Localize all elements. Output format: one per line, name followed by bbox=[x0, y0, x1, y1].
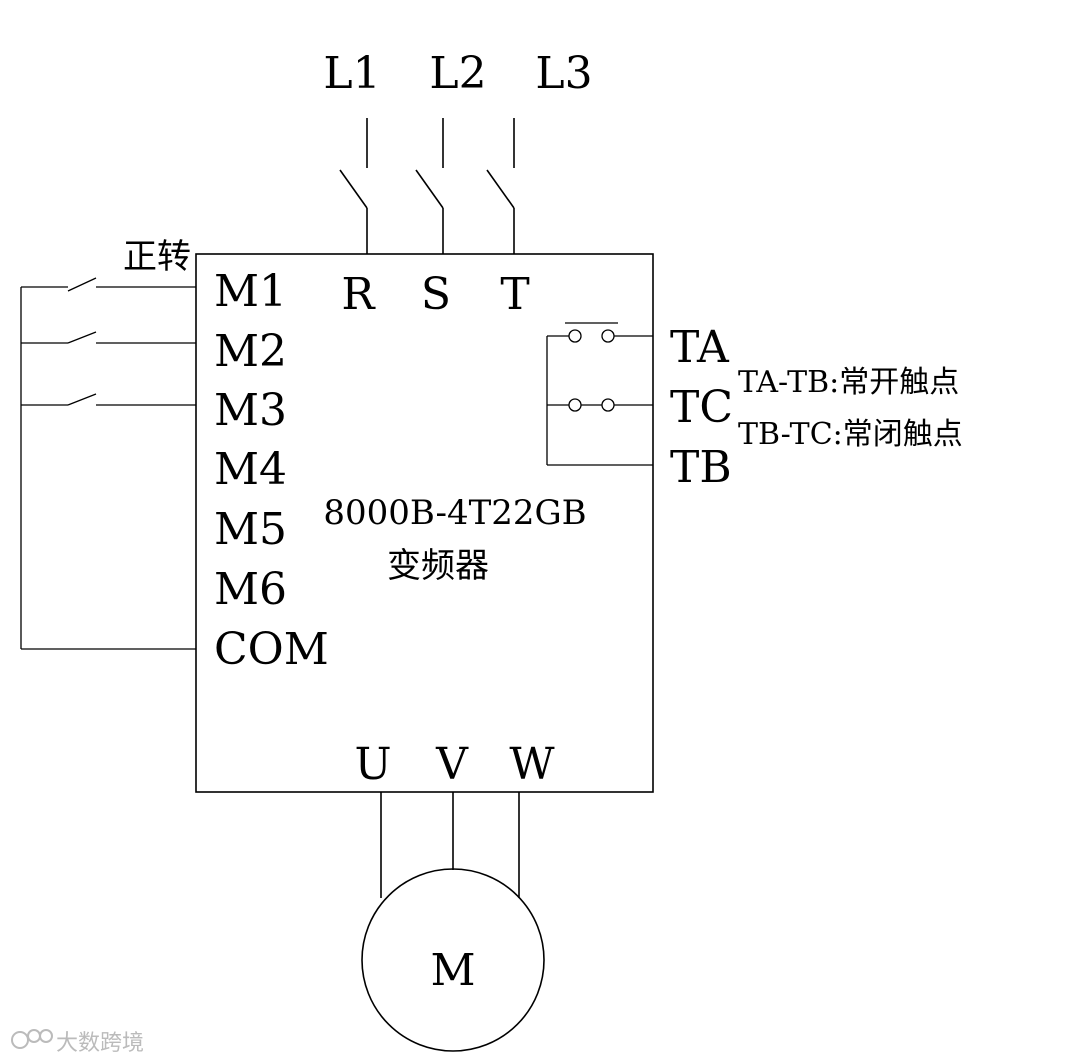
terminal-com: COM bbox=[214, 624, 329, 675]
inverter-name: 变频器 bbox=[387, 546, 489, 586]
terminal-m4: M4 bbox=[214, 444, 287, 495]
mains-label-l3: L3 bbox=[535, 48, 592, 99]
no-contact-right bbox=[601, 329, 615, 343]
inverter-model: 8000B-4T22GB bbox=[323, 493, 586, 533]
control-wiring bbox=[20, 277, 196, 650]
terminal-ta: TA bbox=[670, 322, 730, 373]
terminal-v: V bbox=[435, 739, 469, 790]
motor-leads bbox=[380, 792, 520, 898]
inverter-box bbox=[195, 253, 654, 793]
nc-contact-right bbox=[601, 398, 615, 412]
terminal-m1: M1 bbox=[214, 266, 287, 317]
motor-circle bbox=[361, 868, 545, 1052]
nc-contact-left bbox=[568, 398, 582, 412]
terminal-t: T bbox=[500, 269, 529, 320]
mains-switch-l3 bbox=[486, 118, 515, 254]
terminal-m6: M6 bbox=[214, 564, 287, 615]
mains-label-l1: L1 bbox=[323, 48, 380, 99]
terminal-w: W bbox=[509, 739, 555, 790]
mains-switch-l2 bbox=[415, 118, 444, 254]
mains-label-l2: L2 bbox=[429, 48, 486, 99]
switch-m2 bbox=[21, 331, 196, 344]
terminal-u: U bbox=[354, 739, 391, 790]
watermark-text: 大数跨境 bbox=[56, 1031, 144, 1056]
terminal-r: R bbox=[341, 269, 376, 320]
mains-switch-l1 bbox=[339, 118, 368, 254]
terminal-s: S bbox=[421, 269, 451, 320]
relay-contacts bbox=[546, 322, 653, 466]
terminal-m3: M3 bbox=[214, 385, 287, 436]
terminal-tb: TB bbox=[670, 442, 732, 493]
note-tb-tc: TB-TC:常闭触点 bbox=[738, 417, 963, 452]
note-ta-tb: TA-TB:常开触点 bbox=[738, 365, 959, 400]
forward-label: 正转 bbox=[123, 237, 191, 277]
terminal-m2: M2 bbox=[214, 326, 287, 377]
terminal-tc: TC bbox=[670, 382, 733, 433]
watermark-logo-icon bbox=[11, 1031, 29, 1049]
motor-label: M bbox=[430, 945, 475, 996]
terminal-m5: M5 bbox=[214, 504, 287, 555]
switch-m1 bbox=[21, 277, 196, 292]
no-contact-left bbox=[568, 329, 582, 343]
watermark: 大数跨境 bbox=[11, 1029, 144, 1056]
switch-m3 bbox=[21, 393, 196, 406]
